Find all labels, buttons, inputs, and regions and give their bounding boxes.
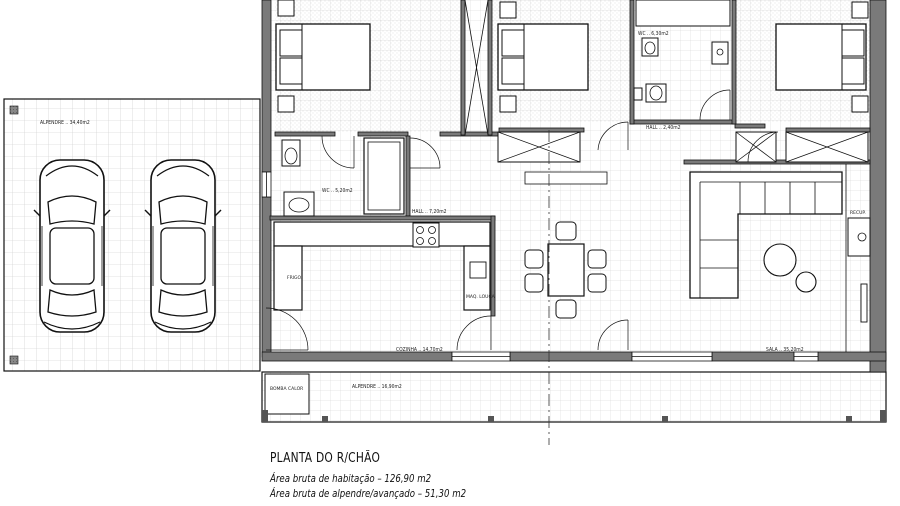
living-room: RECUP. SALA .. 35,20m2 (689, 164, 871, 353)
plan-caption: PLANTA DO R/CHÃO Área bruta de habitação… (270, 452, 509, 499)
bedroom-middle (497, 1, 589, 163)
recuperator-label: RECUP. (850, 210, 866, 216)
hall-right-label: HALL .. 2,40m2 (646, 125, 681, 131)
windows (261, 171, 819, 362)
dining-set (524, 130, 629, 445)
bedroom-right (735, 1, 869, 163)
living-room-label: SALA .. 35,20m2 (766, 347, 804, 353)
wc-left-label: WC .. 5,20m2 (322, 188, 353, 194)
carport-label: ALPENDRE .. 34,40m2 (40, 120, 90, 126)
front-porch: BOMBA CALOR ALPENDRE .. 16,90m2 (261, 371, 887, 423)
car-right-icon (144, 159, 222, 333)
wc-right-label: WC .. 6,30m2 (638, 31, 669, 37)
kitchen-label: COZINHA .. 14,70m2 (396, 347, 443, 353)
wc-left: WC .. 5,20m2 (281, 135, 405, 217)
kitchen: FRIGO. MAQ. LOUÇA COZINHA .. 14,70m2 (265, 221, 496, 353)
gross-porch-area: Área bruta de alpendre/avançado – 51,30 … (270, 487, 467, 500)
wc-right: WC .. 6,30m2 HALL .. 2,40m2 (633, 0, 731, 131)
front-porch-label: ALPENDRE .. 16,90m2 (352, 384, 402, 390)
carport-area: ALPENDRE .. 34,40m2 (3, 98, 261, 372)
dishwasher-label: MAQ. LOUÇA (466, 294, 496, 300)
wardrobe-left (464, 0, 489, 136)
heat-pump-label: BOMBA CALOR (270, 386, 303, 392)
plan-title: PLANTA DO R/CHÃO (270, 451, 381, 466)
gross-living-area: Área bruta de habitação – 126,90 m2 (270, 473, 432, 485)
bedroom-left (275, 0, 371, 113)
hall-left-label: HALL .. 7,20m2 (412, 209, 447, 215)
fridge-label: FRIGO. (287, 275, 302, 281)
car-left-icon (33, 159, 111, 333)
